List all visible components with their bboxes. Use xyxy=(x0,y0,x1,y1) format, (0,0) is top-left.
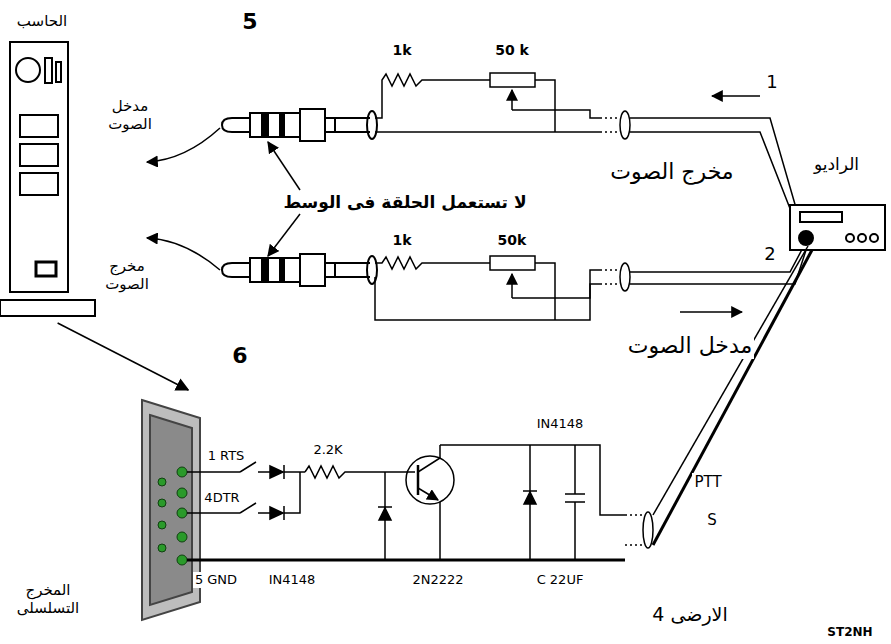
pin-name: 5 GND xyxy=(193,572,239,588)
resistor-value: 2.2K xyxy=(311,442,344,458)
node-label: الحاسب xyxy=(15,12,69,31)
callout-number: 4 الارضى xyxy=(650,603,729,626)
signal-name: مخرج الصوت xyxy=(608,159,735,185)
signal-name: مدخل الصوت xyxy=(626,333,755,359)
note: لا تستعمل الحلقة فى الوسط xyxy=(281,192,528,212)
signal-arrow xyxy=(147,128,220,162)
capacitor-value: C 22UF xyxy=(535,572,586,588)
signal-name: PTT xyxy=(692,473,723,491)
signal-name: S xyxy=(705,511,719,529)
audio-jack xyxy=(222,109,377,141)
callout-number: 5 xyxy=(240,9,259,35)
pin-name: 1 RTS xyxy=(206,448,247,464)
part-name: IN4148 xyxy=(535,416,586,432)
computer-node: الحاسب xyxy=(3,8,81,323)
pointer-arrow xyxy=(268,214,300,256)
signal-name: مدخل الصوت xyxy=(97,97,163,133)
pin-name: 4DTR xyxy=(202,490,241,506)
audio-input-network xyxy=(375,242,808,320)
callout-number: 6 xyxy=(230,343,249,369)
computer-case xyxy=(0,42,95,316)
part-name: 2N2222 xyxy=(410,572,465,588)
radio-set xyxy=(790,205,885,250)
audio-jack xyxy=(222,254,377,286)
potentiometer-value: 50 k xyxy=(493,42,531,59)
resistor-value: 1k xyxy=(390,42,413,59)
callout-number: 2 xyxy=(762,243,777,265)
ptt-driver-circuit xyxy=(187,246,812,560)
part-name: IN4148 xyxy=(267,572,318,588)
watermark: ST2NH xyxy=(825,625,874,639)
callout-number: 1 xyxy=(764,71,779,93)
resistor-value: 1k xyxy=(390,232,413,249)
db9-connector xyxy=(142,400,200,620)
serial-link-arrow xyxy=(58,323,189,390)
pointer-arrow xyxy=(268,142,300,190)
signal-name: مخرج الصوت xyxy=(94,257,160,293)
node-label: المخرج التسلسلى xyxy=(4,581,92,619)
radio-node: الراديو xyxy=(785,150,888,255)
potentiometer-value: 50k xyxy=(496,232,529,249)
node-label: الراديو xyxy=(812,154,861,175)
